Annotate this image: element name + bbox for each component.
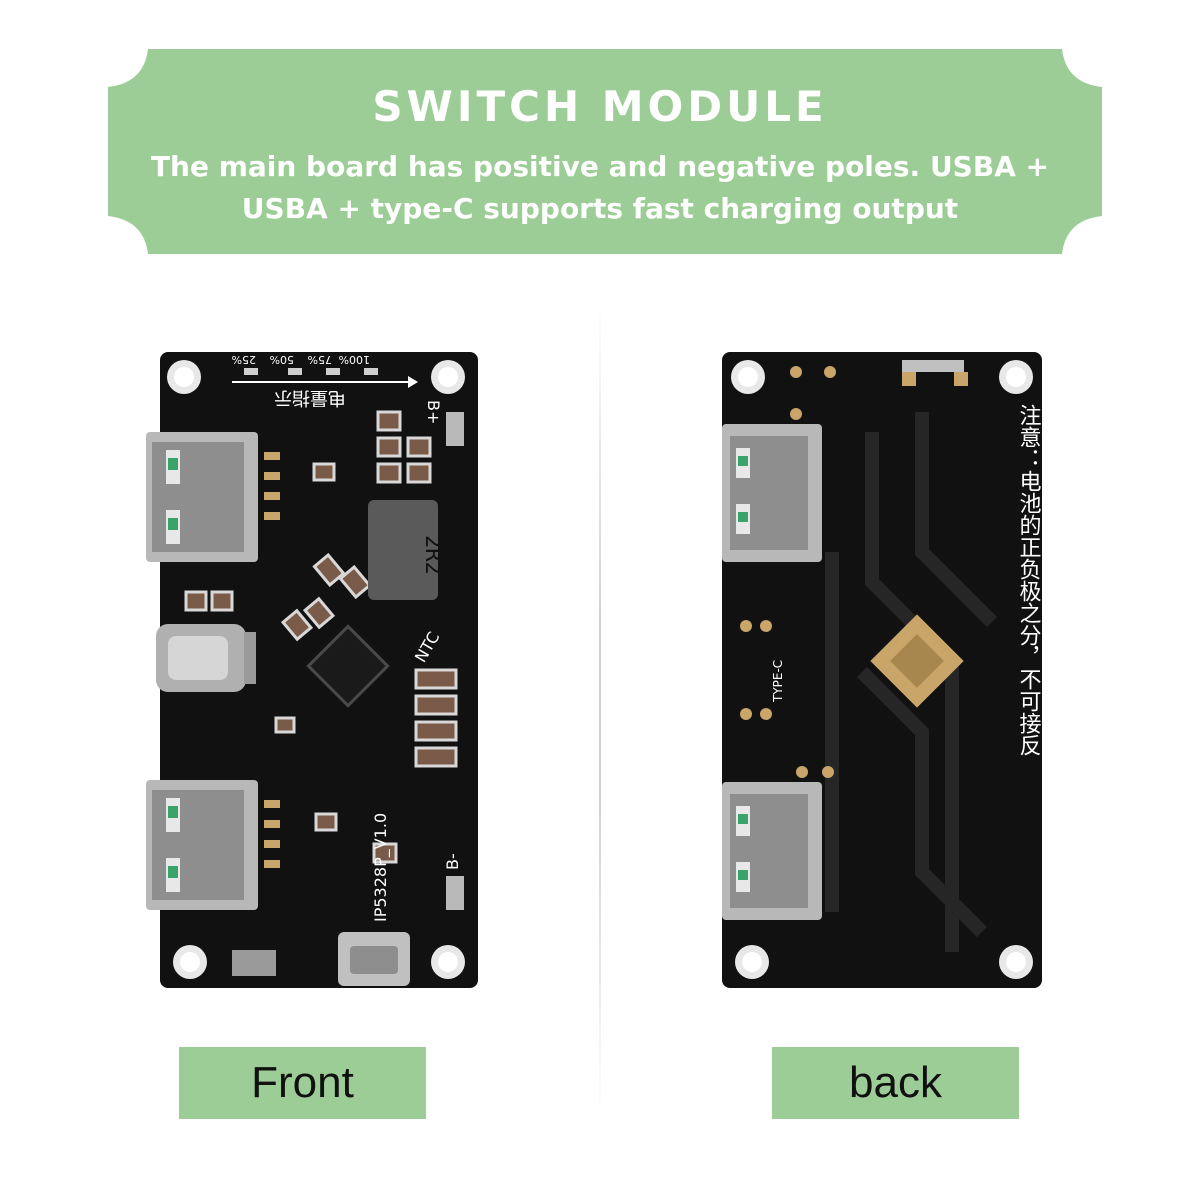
center-divider (599, 300, 601, 1120)
title-banner (108, 49, 1102, 254)
back-label: back (772, 1047, 1019, 1119)
ic-chip (306, 624, 390, 708)
usb-c-port (156, 624, 256, 692)
model-marking: IP5328P_V1.0 (371, 813, 391, 922)
inductor: 2R2 (368, 500, 445, 600)
back-usb-a-bottom (722, 782, 822, 920)
percent-label-4: 100% (339, 353, 370, 366)
led-indicators (244, 368, 378, 375)
banner-shape (108, 49, 1102, 254)
button-switch (232, 950, 276, 976)
percent-label-3: 75% (308, 353, 332, 366)
usb-a-port-top (146, 432, 258, 562)
back-usb-a-top (722, 424, 822, 562)
minus-marking: B- (443, 853, 462, 870)
percent-label-2: 50% (270, 353, 294, 366)
banner-title: SWITCH MODULE (372, 82, 828, 131)
banner-subtitle: The main board has positive and negative… (150, 150, 1050, 225)
usb-a-port-bottom (146, 780, 258, 910)
front-mounting-holes (167, 360, 465, 979)
warning-text: 注意：电池的正负极之分，不可接反 (1016, 404, 1042, 756)
back-mounting-holes (731, 360, 1033, 979)
front-label: Front (179, 1047, 426, 1119)
back-pads (740, 360, 968, 778)
solder-pads (264, 412, 464, 910)
back-board: TYPE-C 注意：电池的正负极之分，不可接反 (722, 352, 1042, 988)
inductor-marking: 2R2 (420, 535, 445, 575)
type-c-marking: TYPE-C (771, 660, 785, 703)
micro-usb-port (338, 932, 410, 986)
charge-arrow (232, 376, 418, 388)
front-board: 25% 50% 75% 100% 电量指示 B+ (146, 352, 478, 988)
percent-labels: 25% 50% 75% 100% (232, 353, 370, 366)
front-components (184, 410, 458, 864)
percent-label-1: 25% (232, 353, 256, 366)
plus-marking: B+ (424, 400, 443, 424)
power-indicator-text: 电量指示 (274, 387, 346, 408)
